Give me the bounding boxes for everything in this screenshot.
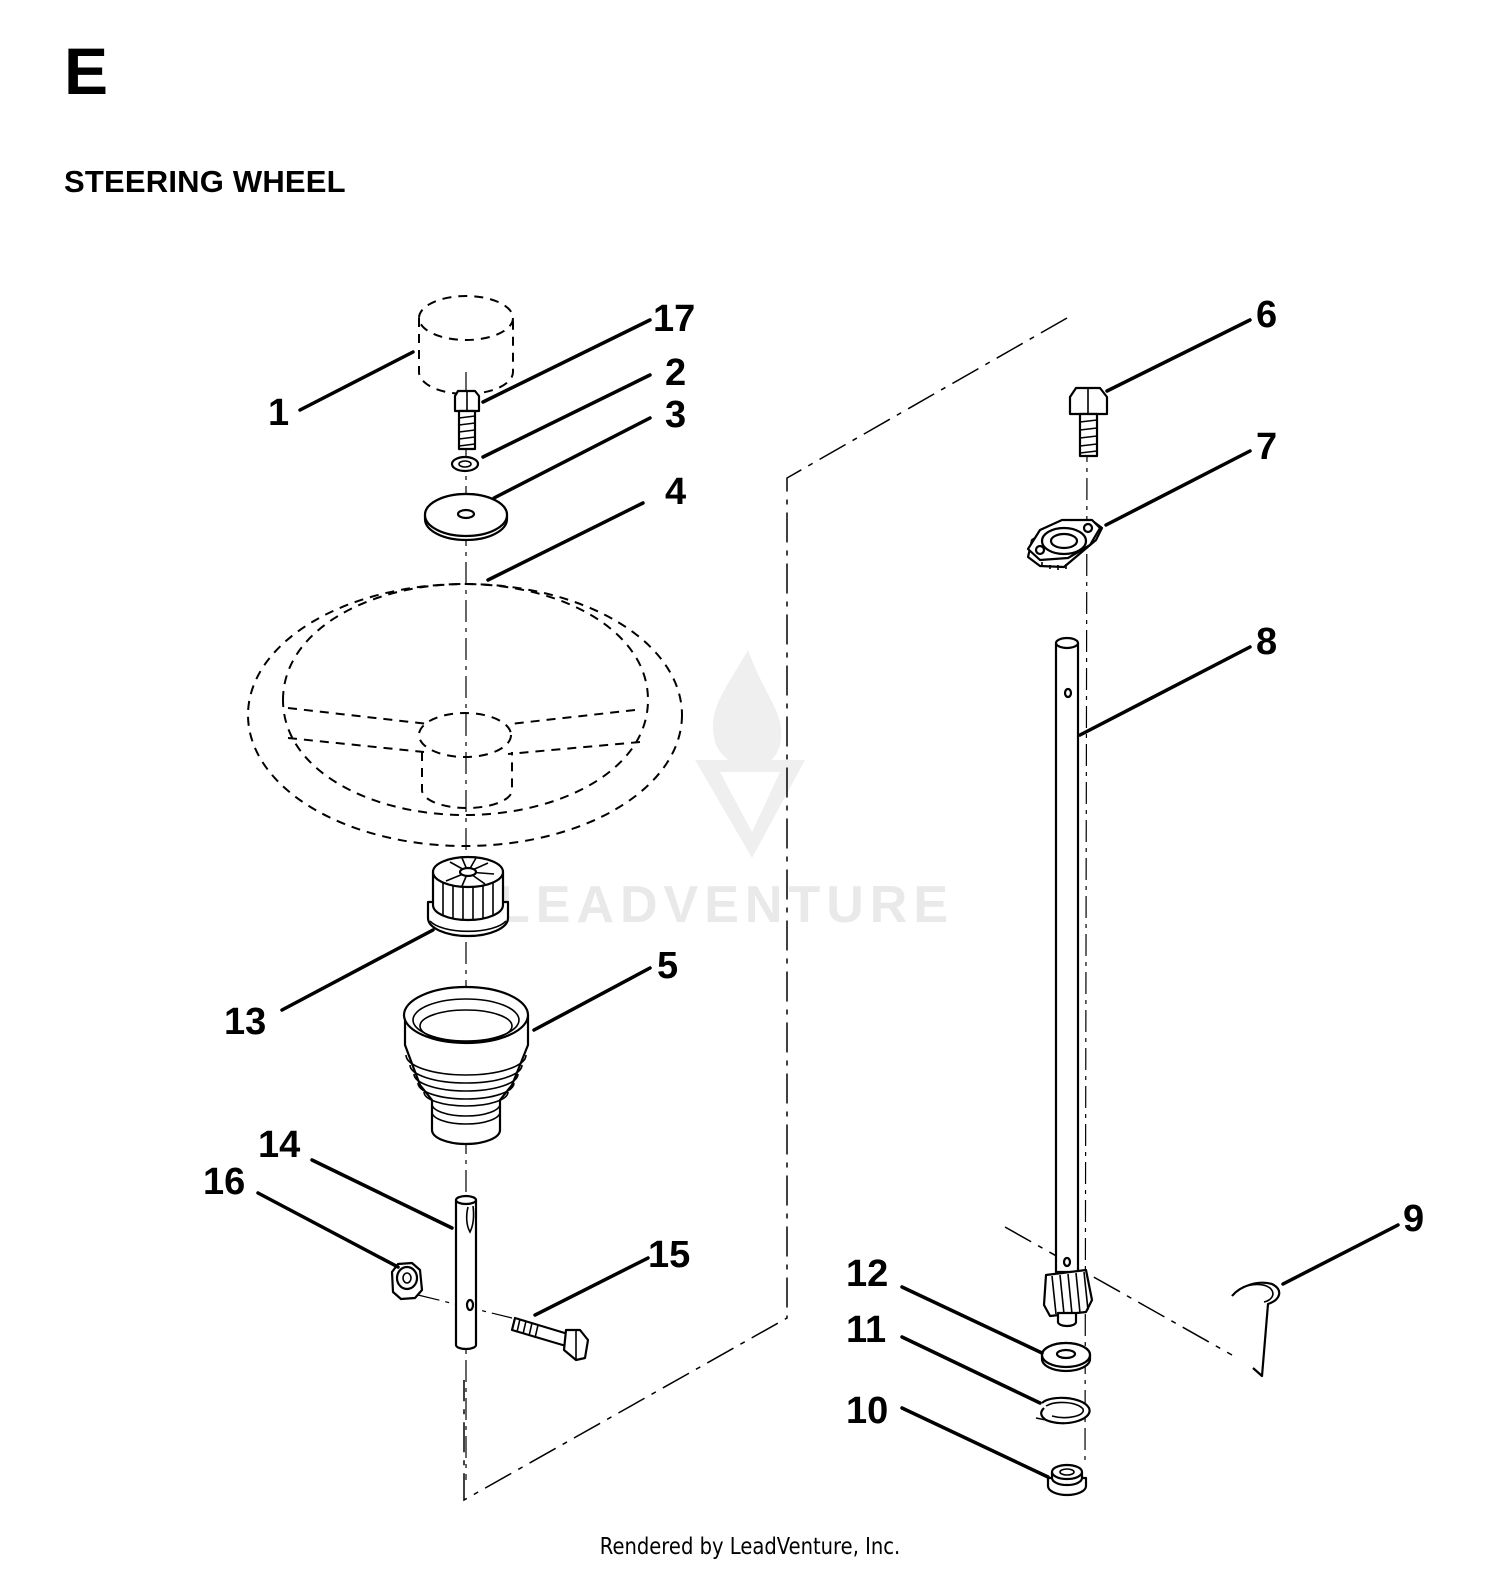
leader-10 (900, 1406, 1050, 1479)
leader-2 (481, 373, 652, 459)
leader-7 (1104, 449, 1252, 527)
callout-1: 1 (268, 392, 289, 434)
leader-1 (298, 350, 415, 412)
callout-9: 9 (1403, 1198, 1424, 1240)
footer-credit: Rendered by LeadVenture, Inc. (599, 1534, 901, 1560)
leader-lines (256, 318, 1400, 1479)
callout-10: 10 (846, 1390, 888, 1432)
watermark-logo: LEADVENTURE (498, 650, 954, 934)
part-8-column-shaft (1054, 636, 1080, 1274)
part-4-steering-wheel (247, 582, 683, 847)
callout-4: 4 (665, 471, 686, 513)
leader-15 (533, 1256, 650, 1317)
leader-5 (532, 966, 652, 1032)
part-9-hairpin-clip (1231, 1281, 1281, 1378)
leader-3 (492, 416, 652, 500)
diagram-title: STEERING WHEEL (64, 164, 346, 199)
part-8-pinion-gear (1042, 1268, 1094, 1328)
leader-13 (280, 928, 435, 1012)
callout-2: 2 (665, 352, 686, 394)
leader-17 (481, 318, 652, 404)
part-2-lock-washer (450, 455, 480, 473)
phantom-plane-lower-edge (1004, 1226, 1233, 1356)
part-13-splined-adapter (426, 855, 510, 938)
callout-12: 12 (846, 1253, 888, 1295)
v-chevron-icon (695, 760, 805, 858)
part-17-bolt (453, 389, 481, 451)
callout-7: 7 (1256, 426, 1277, 468)
leader-12 (900, 1285, 1044, 1355)
callout-14: 14 (258, 1124, 300, 1166)
part-1-cap (418, 295, 514, 395)
part-14-steering-shaft (454, 1194, 478, 1351)
phantom-plane-outline (463, 317, 1068, 1502)
part-3-flat-washer (423, 492, 509, 542)
callout-11: 11 (846, 1309, 886, 1351)
callout-6: 6 (1256, 294, 1277, 336)
leader-4 (486, 501, 645, 582)
callout-8: 8 (1256, 621, 1277, 663)
part-5-column-cone (402, 985, 530, 1146)
part-10-bushing (1046, 1463, 1088, 1497)
part-12-washer (1040, 1341, 1092, 1373)
part-16-nut (390, 1261, 424, 1301)
callout-13: 13 (224, 1001, 266, 1043)
leader-9 (1281, 1223, 1400, 1286)
callouts: 1 17 2 3 4 13 5 14 16 15 6 7 8 9 12 11 1… (203, 294, 1424, 1432)
watermark-text: LEADVENTURE (498, 876, 954, 934)
callout-5: 5 (657, 945, 678, 987)
callout-15: 15 (648, 1234, 690, 1276)
exploded-parts-diagram: LEADVENTURE (203, 294, 1424, 1502)
callout-3: 3 (665, 394, 686, 436)
part-6-bolt (1068, 386, 1109, 458)
part-7-flange-bearing (1026, 518, 1104, 570)
section-letter: E (64, 34, 109, 108)
leader-16 (256, 1191, 400, 1269)
leader-6 (1105, 318, 1252, 393)
leader-11 (900, 1335, 1042, 1405)
part-11-retaining-ring (1035, 1396, 1091, 1425)
callout-17: 17 (653, 298, 695, 340)
callout-16: 16 (203, 1161, 245, 1203)
leader-14 (310, 1158, 454, 1230)
flame-icon (712, 650, 782, 768)
leader-8 (1078, 645, 1252, 737)
part-15-bolt (510, 1316, 590, 1362)
